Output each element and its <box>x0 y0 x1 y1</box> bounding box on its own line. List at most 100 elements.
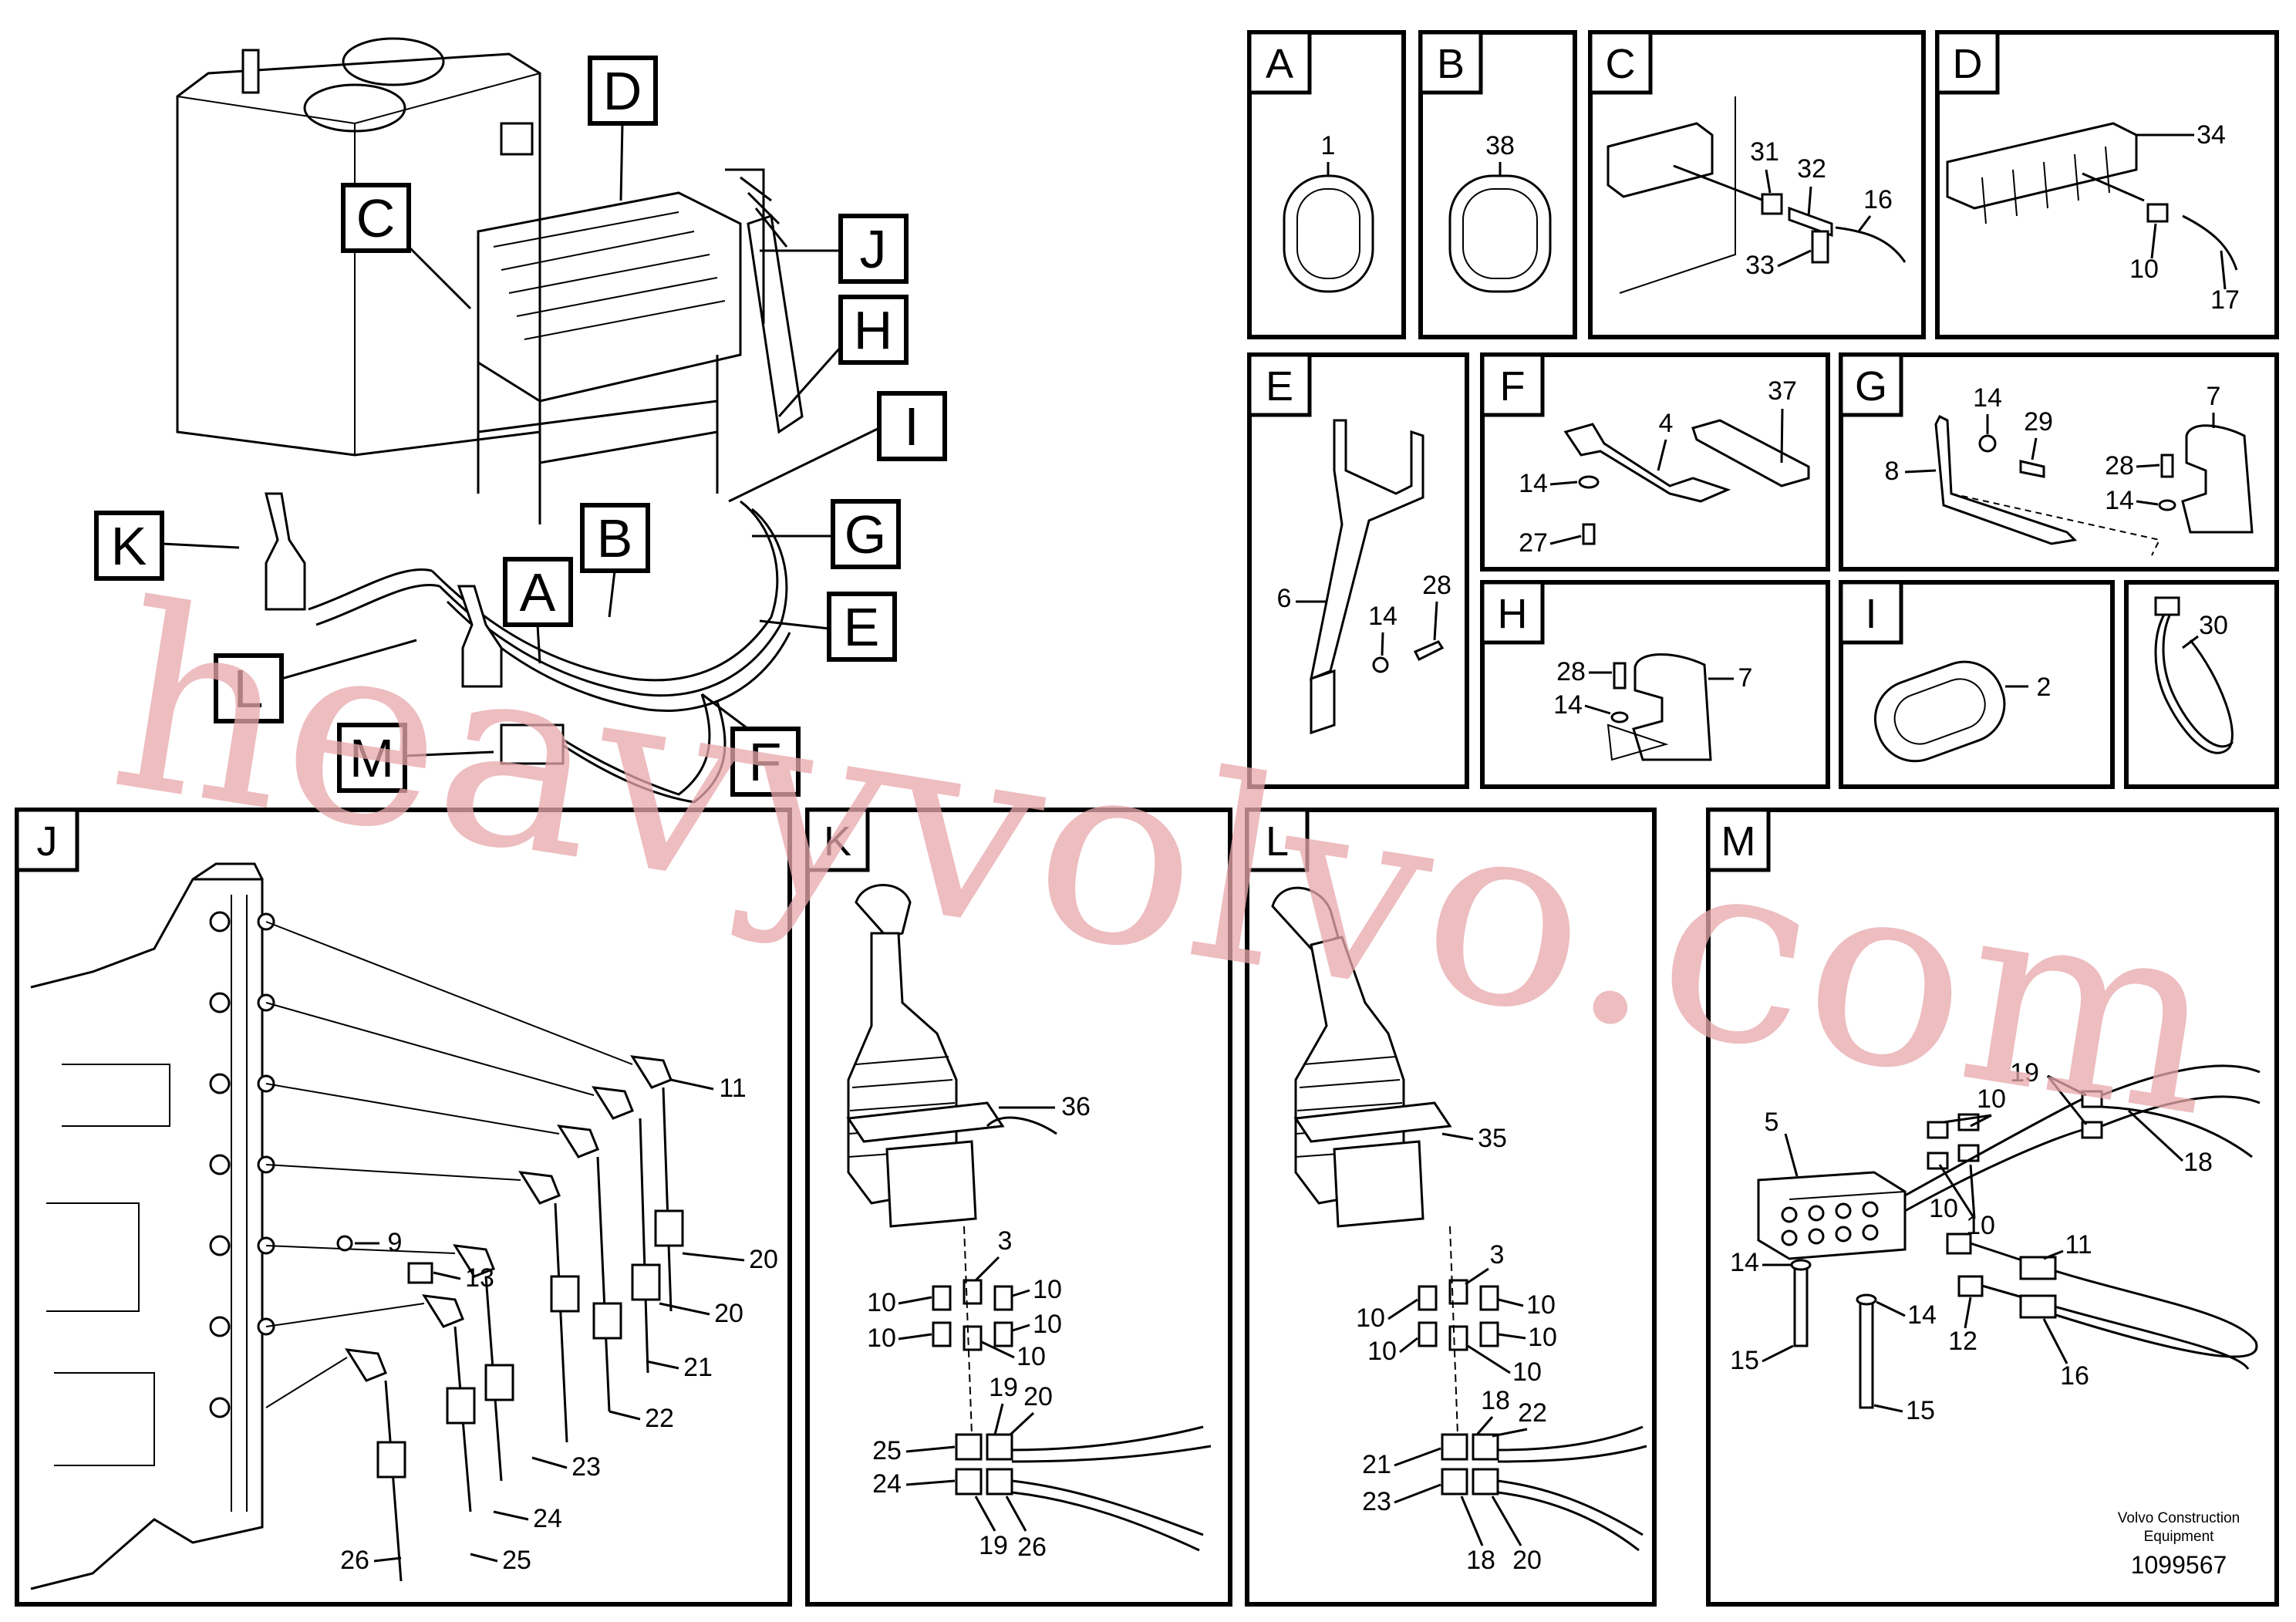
part-number: 10 <box>1356 1303 1385 1333</box>
control-valve-block <box>477 191 742 403</box>
clamp-7-h-base <box>1607 723 1669 761</box>
part-number: 21 <box>1362 1450 1391 1479</box>
leader-line <box>1394 1447 1441 1467</box>
pipe-bracket <box>747 214 804 434</box>
valve-port <box>1781 1229 1798 1246</box>
panel-k-label: K <box>824 818 851 865</box>
part-number: 11 <box>719 1074 746 1103</box>
clamp-7-g <box>2181 424 2254 534</box>
leader-line <box>1394 1483 1441 1504</box>
valve-port <box>1808 1205 1825 1222</box>
pilot-line <box>265 1002 595 1096</box>
part-number: 18 <box>1466 1546 1495 1575</box>
hose <box>554 1202 568 1443</box>
leader-line <box>1005 1496 1027 1532</box>
part-number: 28 <box>2105 451 2134 481</box>
elbow-fitting <box>422 1294 464 1328</box>
fitting <box>955 1433 983 1461</box>
leader-line <box>646 1360 679 1370</box>
clamp-7-h <box>1632 653 1712 761</box>
part-number: 2 <box>2037 673 2052 702</box>
tee-32 <box>1788 206 1833 238</box>
cable-tie-head <box>2154 596 2180 616</box>
pilot-pipes <box>725 168 788 324</box>
leader-line <box>1784 1133 1799 1177</box>
tank-breather <box>241 49 260 94</box>
valve-port <box>209 992 231 1013</box>
leader-line <box>1492 1428 1528 1438</box>
part-number: 25 <box>872 1436 902 1465</box>
panel-c: C 31 32 16 33 <box>1588 30 1926 339</box>
panel-k: K 36 3 10 10 10 10 <box>805 808 1232 1607</box>
leader-a <box>536 624 541 664</box>
valve-port <box>209 1397 231 1418</box>
leader-line <box>905 1479 956 1486</box>
leader-line <box>1465 1267 1489 1286</box>
grommet-2 <box>1873 660 2006 763</box>
leader-line <box>1964 1297 1972 1329</box>
leader-line <box>682 1252 745 1262</box>
part-number: 14 <box>1730 1248 1759 1277</box>
leader-line <box>2127 1109 2184 1162</box>
panel-d-label: D <box>1953 41 1983 87</box>
pilot-line <box>265 1245 456 1254</box>
valve-port <box>209 1235 231 1256</box>
leader-line <box>1762 1344 1794 1363</box>
leader-line <box>1498 1333 1526 1340</box>
valve-port <box>1862 1201 1879 1218</box>
part-number: 10 <box>867 1288 896 1317</box>
part-number: 22 <box>645 1404 674 1433</box>
washer-14-g <box>1978 434 1997 453</box>
pilot-line <box>265 1303 425 1327</box>
part-number: 10 <box>1526 1290 1556 1320</box>
joystick-k-base <box>885 1140 977 1228</box>
valve-j-ports <box>46 1064 170 1466</box>
fitting <box>1479 1285 1499 1311</box>
part-number: 26 <box>340 1546 369 1575</box>
panel-e: E 6 14 28 <box>1247 352 1469 789</box>
joystick-k-boot-folds <box>848 1056 957 1158</box>
hose <box>1011 1491 1200 1552</box>
leader-line <box>1549 534 1582 545</box>
manifold-edge <box>1789 1191 1906 1200</box>
leader-line <box>1009 1411 1035 1436</box>
callout-k: K <box>111 516 147 576</box>
part-number: 15 <box>1730 1346 1759 1375</box>
panel-j-tag <box>15 808 79 872</box>
leader-line <box>1012 1289 1030 1297</box>
callout-j-box <box>838 214 909 284</box>
leader-line <box>974 1256 1000 1282</box>
panel-b-tag <box>1418 30 1483 95</box>
bracket-6 <box>1309 419 1424 681</box>
bracket-8 <box>1934 414 2078 545</box>
fitting <box>1479 1321 1499 1347</box>
fitting <box>1448 1325 1468 1351</box>
part-number: 10 <box>1966 1211 1995 1240</box>
part-number: 20 <box>1023 1382 1053 1411</box>
fitting <box>1472 1468 1499 1496</box>
valve-port <box>1862 1224 1879 1241</box>
fitting <box>1441 1468 1468 1496</box>
leader-line <box>2043 1249 2064 1260</box>
leader-line <box>981 1340 1015 1359</box>
washer-14 <box>1578 475 1600 489</box>
callout-m: M <box>349 728 394 788</box>
hose <box>1011 1479 1204 1536</box>
screw-15-left <box>1793 1267 1809 1347</box>
strip-37 <box>1691 419 1810 487</box>
leader-line <box>1904 469 1937 474</box>
callout-g: G <box>845 504 886 565</box>
part-number: 21 <box>683 1353 713 1382</box>
elbow-fitting <box>592 1086 634 1120</box>
washer-14-g2 <box>2158 499 2176 511</box>
fitting <box>955 1468 983 1496</box>
part-number: 36 <box>1061 1092 1091 1121</box>
part-number: 25 <box>502 1546 531 1575</box>
part-number: 3 <box>998 1226 1013 1256</box>
publisher-line-1: Volvo Construction <box>2118 1510 2240 1526</box>
leader-line <box>1876 1300 1906 1317</box>
part-number: 14 <box>2105 486 2134 515</box>
tank-gauge <box>500 122 534 156</box>
leader-line <box>670 1078 714 1091</box>
washer-14-m1 <box>1790 1259 1812 1271</box>
